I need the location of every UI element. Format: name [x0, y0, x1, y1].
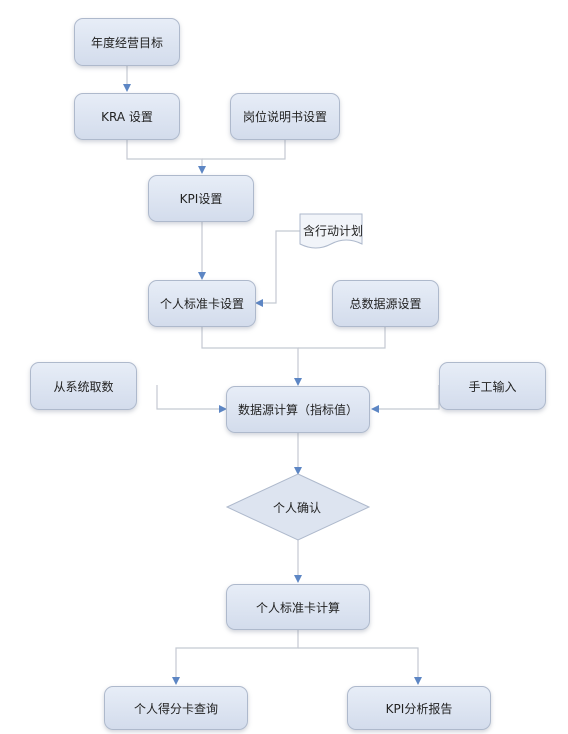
- node-personal-scorecard-calc-label: 个人标准卡计算: [255, 600, 340, 615]
- node-total-data-source-label: 总数据源设置: [349, 297, 422, 311]
- edge-scorecardcalc-outputs: [172, 630, 299, 685]
- node-kra-setting: KRA 设置: [74, 93, 180, 140]
- node-personal-scorecard-calc: 个人标准卡计算: [226, 584, 370, 630]
- node-job-description-label: 岗位说明书设置: [242, 110, 327, 124]
- node-total-data-source: 总数据源设置: [332, 280, 439, 327]
- edge-kra-kpi: [126, 140, 206, 174]
- node-personal-score-query: 个人得分卡查询: [104, 686, 248, 730]
- node-data-source-calc: 数据源计算（指标值）: [226, 386, 370, 433]
- node-manual-input: 手工输入: [439, 362, 546, 410]
- edge-actionplan-scorecard: [255, 230, 300, 307]
- edge-datasource-calc: [298, 327, 386, 349]
- personal-confirm-diamond: [225, 473, 371, 541]
- node-system-fetch: 从系统取数: [30, 362, 137, 410]
- node-personal-confirm: 个人确认: [273, 499, 321, 516]
- node-kra-setting-label: KRA 设置: [101, 110, 153, 124]
- edge-manual-calc: [371, 385, 440, 413]
- node-kpi-setting: KPI设置: [148, 175, 254, 222]
- node-annual-goal-label: 年度经营目标: [90, 35, 163, 50]
- node-action-plan-label: 含行动计划: [303, 224, 364, 238]
- node-personal-confirm-label: 个人确认: [273, 501, 322, 515]
- edge-scorecard-calc: [201, 327, 302, 386]
- edge-system-calc: [156, 385, 227, 413]
- node-personal-scorecard-setting: 个人标准卡设置: [148, 280, 256, 327]
- action-plan-document-shape: [299, 213, 363, 249]
- node-manual-input-label: 手工输入: [468, 379, 517, 394]
- edge-scorecardcalc-report: [298, 647, 422, 685]
- node-kpi-setting-label: KPI设置: [179, 192, 223, 206]
- node-system-fetch-label: 从系统取数: [53, 379, 114, 394]
- node-personal-scorecard-setting-label: 个人标准卡设置: [159, 297, 244, 311]
- node-job-description: 岗位说明书设置: [230, 93, 340, 140]
- edge-job-kpi: [202, 140, 286, 160]
- node-kpi-report-label: KPI分析报告: [385, 701, 453, 716]
- node-data-source-calc-label: 数据源计算（指标值）: [237, 403, 358, 417]
- node-action-plan: 含行动计划: [303, 222, 363, 239]
- node-annual-goal: 年度经营目标: [74, 18, 180, 66]
- node-personal-score-query-label: 个人得分卡查询: [133, 701, 218, 716]
- node-kpi-report: KPI分析报告: [347, 686, 491, 730]
